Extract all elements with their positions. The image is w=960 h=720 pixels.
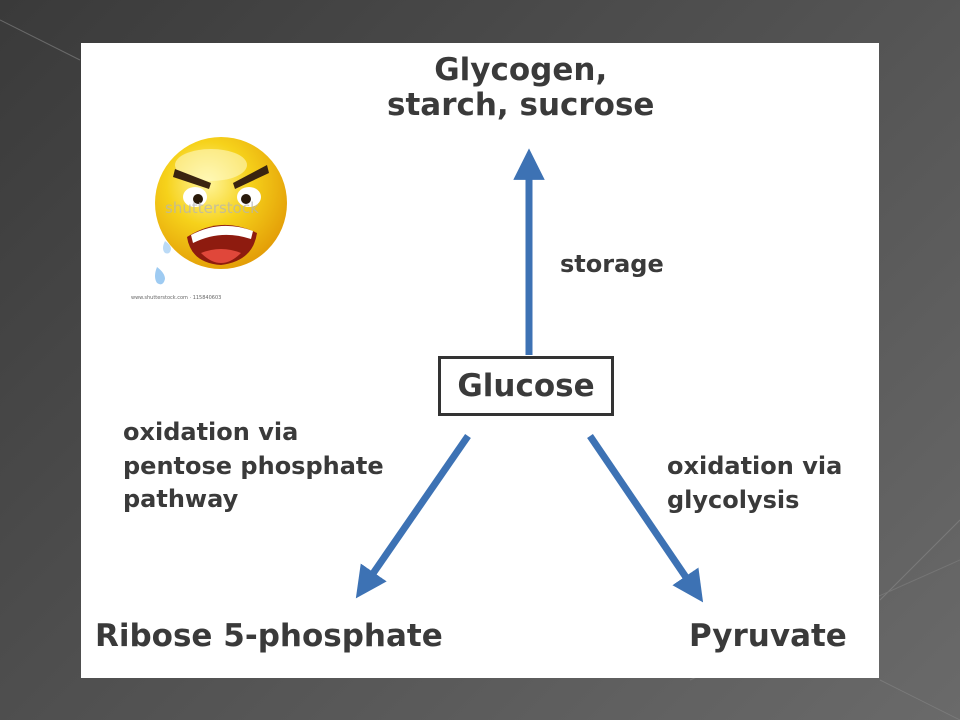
node-glucose: Glucose xyxy=(438,356,614,416)
edge-up-label: storage xyxy=(560,250,664,278)
node-top-label: Glycogen, starch, sucrose xyxy=(387,52,655,123)
node-glucose-label: Glucose xyxy=(457,368,595,404)
edge-left-label: oxidation via pentose phosphate pathway xyxy=(123,418,384,514)
edge-right-label: oxidation via glycolysis xyxy=(667,452,843,514)
angry-face-icon xyxy=(155,137,287,285)
arrow-right xyxy=(587,434,704,603)
arrows-layer xyxy=(355,148,704,603)
node-left-label: Ribose 5-phosphate xyxy=(95,618,443,654)
image-caption: www.shutterstock.com · 115840603 xyxy=(131,295,222,301)
image-watermark: shutterstock xyxy=(165,199,259,217)
diagram-panel: Glycogen, starch, sucrose Glucose Ribose… xyxy=(81,43,879,678)
node-right-label: Pyruvate xyxy=(689,618,847,654)
arrow-left xyxy=(355,434,471,599)
